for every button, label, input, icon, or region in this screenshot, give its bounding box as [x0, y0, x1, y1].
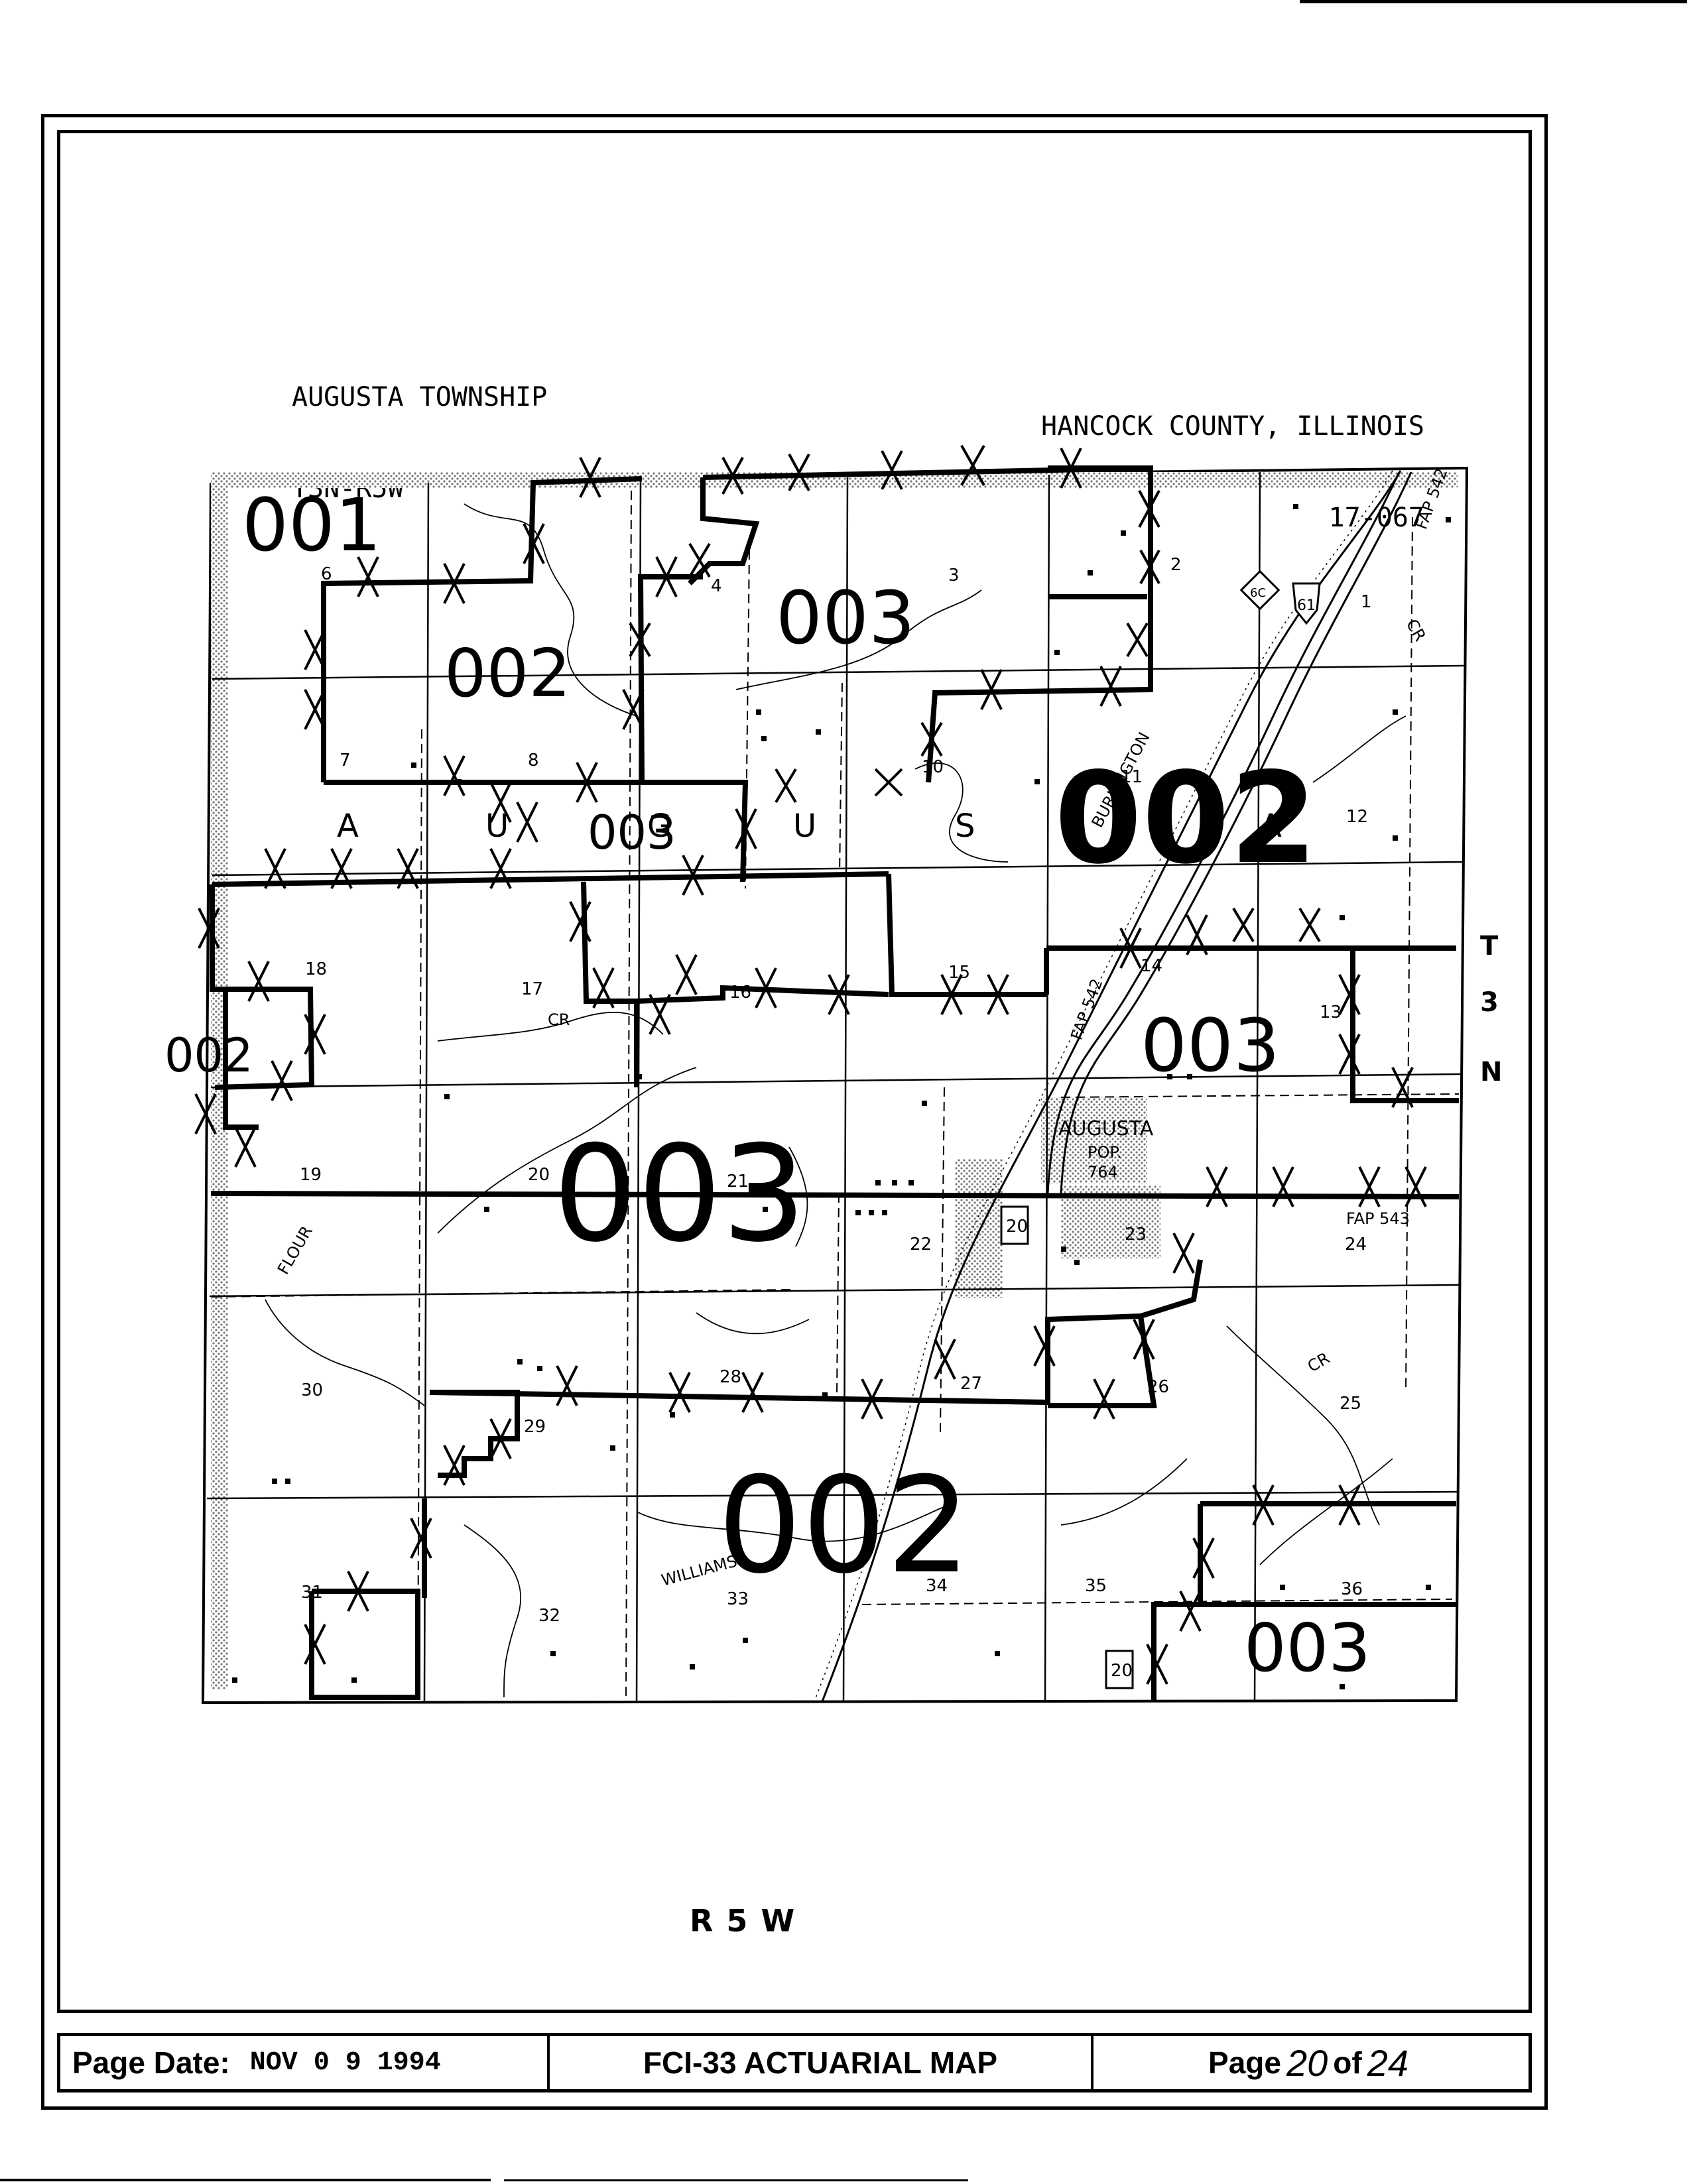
section-30: 30	[301, 1380, 323, 1400]
footer-bar: Page Date: NOV 0 9 1994 FCI-33 ACTUARIAL…	[57, 2033, 1532, 2093]
letter-a1: A	[337, 808, 359, 845]
township-name: AUGUSTA TOWNSHIP	[292, 382, 548, 412]
letter-u2: U	[793, 808, 816, 845]
label-fap-542: FAP 542	[1067, 976, 1106, 1042]
letter-u1: U	[485, 808, 509, 845]
scan-edge-line-bottom-left	[0, 2179, 491, 2181]
zone-label-002-s: 002	[718, 1449, 971, 1603]
zone-labels: 001 002 003 003 002 002 003 003 002 003	[164, 483, 1371, 1687]
label-cr-3: CR	[1304, 1349, 1333, 1376]
scan-edge-line-top	[1300, 0, 1687, 3]
section-3: 3	[948, 566, 960, 585]
zone-x-marks	[194, 445, 1427, 1685]
letter-g: G	[647, 808, 672, 845]
section-33: 33	[727, 1589, 749, 1609]
label-flour: FLOUR	[274, 1223, 316, 1278]
zone-label-003-n: 003	[776, 576, 915, 660]
label-n: N	[1480, 1057, 1502, 1087]
zone-label-002-ne: 002	[1054, 745, 1318, 892]
label-t: T	[1480, 931, 1499, 961]
page-prefix: Page	[1208, 2045, 1281, 2080]
letter-a2: A	[1260, 808, 1282, 845]
section-10: 10	[922, 757, 944, 777]
page-total: 24	[1367, 2041, 1408, 2084]
railroad-burlington	[814, 470, 1402, 1702]
section-15: 15	[948, 963, 970, 983]
section-13: 13	[1320, 1002, 1342, 1022]
town-pop-value: 764	[1088, 1163, 1118, 1182]
zone-label-002-w: 002	[164, 1028, 253, 1083]
township-side-label: T 3 N	[1480, 931, 1502, 1087]
section-20: 20	[528, 1165, 550, 1185]
township-letters: A U G U S T A	[337, 808, 1282, 845]
section-8: 8	[528, 751, 539, 770]
letter-t: T	[1113, 808, 1134, 845]
section-22: 22	[910, 1235, 932, 1254]
shield-20-north: 20	[1006, 1217, 1028, 1237]
label-cr-1: CR	[548, 1010, 570, 1029]
shield-61: 61	[1297, 597, 1316, 614]
zone-boundaries	[210, 465, 1460, 1701]
section-36: 36	[1341, 1579, 1363, 1599]
section-11: 11	[1121, 767, 1143, 787]
page-date-value: NOV 0 9 1994	[249, 2047, 441, 2078]
shield-20-south: 20	[1111, 1661, 1133, 1681]
section-31: 31	[301, 1583, 323, 1603]
section-6: 6	[321, 564, 332, 584]
section-12: 12	[1346, 807, 1368, 827]
section-32: 32	[538, 1606, 560, 1626]
section-35: 35	[1085, 1576, 1107, 1596]
section-34: 34	[926, 1576, 948, 1596]
letter-s: S	[955, 808, 975, 845]
county-name: HANCOCK COUNTY, ILLINOIS	[1041, 411, 1424, 442]
section-28: 28	[719, 1367, 741, 1387]
shield-6c: 6C	[1250, 586, 1266, 600]
page-date-label: Page Date:	[72, 2045, 230, 2080]
label-cr-2: CR	[1403, 616, 1430, 644]
section-18: 18	[305, 959, 327, 979]
page-of: of	[1333, 2045, 1362, 2080]
dwelling-markers	[232, 504, 1451, 1689]
section-numbers: 6 4 3 2 1 7 8 10 11 12 18 17 16 15 14 13…	[300, 555, 1372, 1626]
zone-label-003-se: 003	[1244, 1609, 1371, 1687]
footer-title-cell: FCI-33 ACTUARIAL MAP	[550, 2036, 1093, 2089]
label-fap-543: FAP 543	[1346, 1209, 1410, 1228]
section-27: 27	[960, 1374, 982, 1394]
section-26: 26	[1147, 1377, 1169, 1397]
zone-label-002-nw: 002	[444, 635, 571, 712]
section-17: 17	[521, 979, 543, 999]
section-21: 21	[727, 1172, 749, 1191]
section-24: 24	[1345, 1235, 1367, 1254]
page-current: 20	[1286, 2041, 1328, 2084]
county-title-block: HANCOCK COUNTY, ILLINOIS 17-067	[1029, 350, 1424, 564]
section-4: 4	[711, 576, 722, 596]
section-16: 16	[729, 983, 751, 1002]
range-label: R 5 W	[690, 1903, 796, 1939]
zone-label-003-e: 003	[1141, 1003, 1280, 1088]
route-shields: 20 20 61 6C	[1000, 570, 1321, 1689]
town-pop: POP.	[1088, 1143, 1122, 1162]
highway-61	[1046, 471, 1412, 1194]
town-name: AUGUSTA	[1058, 1117, 1154, 1140]
section-7: 7	[340, 751, 351, 770]
footer-date-cell: Page Date: NOV 0 9 1994	[60, 2036, 550, 2089]
page-frame-outer	[41, 114, 1548, 2110]
zone-label-003-center: 003	[553, 1117, 806, 1272]
map-title: FCI-33 ACTUARIAL MAP	[643, 2045, 998, 2080]
augusta-town-label: AUGUSTA POP. 764	[1058, 1117, 1154, 1182]
section-19: 19	[300, 1165, 322, 1185]
section-1: 1	[1361, 592, 1372, 612]
page-frame-inner	[57, 130, 1532, 2013]
label-3: 3	[1480, 987, 1499, 1018]
section-2: 2	[1170, 555, 1182, 575]
zone-label-003-small: 003	[588, 806, 676, 860]
scan-edge-line-bottom-right	[504, 2179, 968, 2181]
zone-label-001: 001	[242, 483, 381, 568]
section-23: 23	[1125, 1225, 1147, 1244]
footer-page-cell: Page 20 of 24	[1093, 2036, 1529, 2089]
section-29: 29	[524, 1417, 546, 1437]
section-14: 14	[1141, 956, 1162, 976]
section-25: 25	[1340, 1394, 1361, 1414]
